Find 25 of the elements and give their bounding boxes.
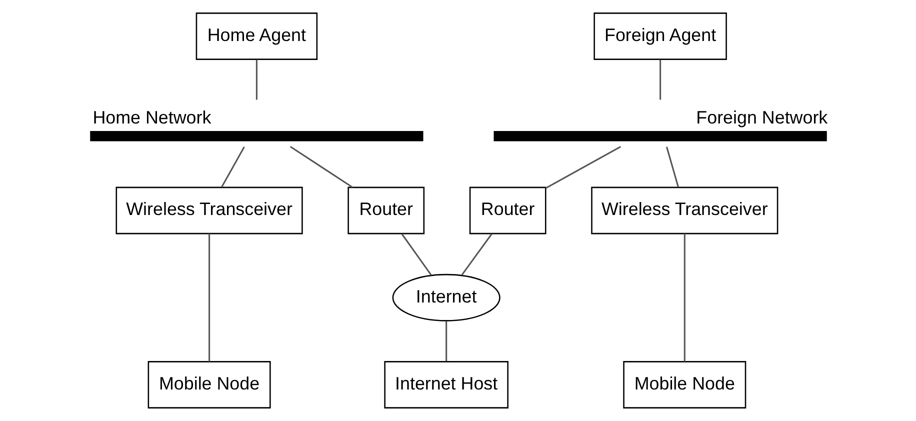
node-label: Home Network (92, 108, 211, 128)
connector (460, 234, 492, 276)
connector (683, 234, 685, 362)
connector (208, 234, 210, 362)
connector (445, 321, 447, 362)
connector (400, 234, 432, 276)
node-ellipse: Internet (392, 274, 500, 322)
connector (255, 60, 257, 100)
connector (220, 146, 244, 188)
node-box: Home Agent (195, 12, 318, 60)
node-box: Wireless Transceiver (115, 186, 302, 234)
node-box: Router (468, 186, 546, 234)
connector (659, 60, 661, 100)
node-label: Foreign Network (696, 108, 828, 128)
node-box: Mobile Node (147, 361, 270, 408)
node-box: Wireless Transceiver (590, 186, 778, 234)
node-box (493, 131, 826, 142)
connector (544, 146, 620, 189)
node-box: Router (347, 186, 424, 234)
node-box: Internet Host (384, 361, 508, 408)
connector (665, 146, 678, 188)
node-box: Foreign Agent (593, 12, 726, 60)
node-box: Mobile Node (622, 361, 746, 408)
connector (289, 146, 353, 188)
node-box (90, 131, 423, 142)
